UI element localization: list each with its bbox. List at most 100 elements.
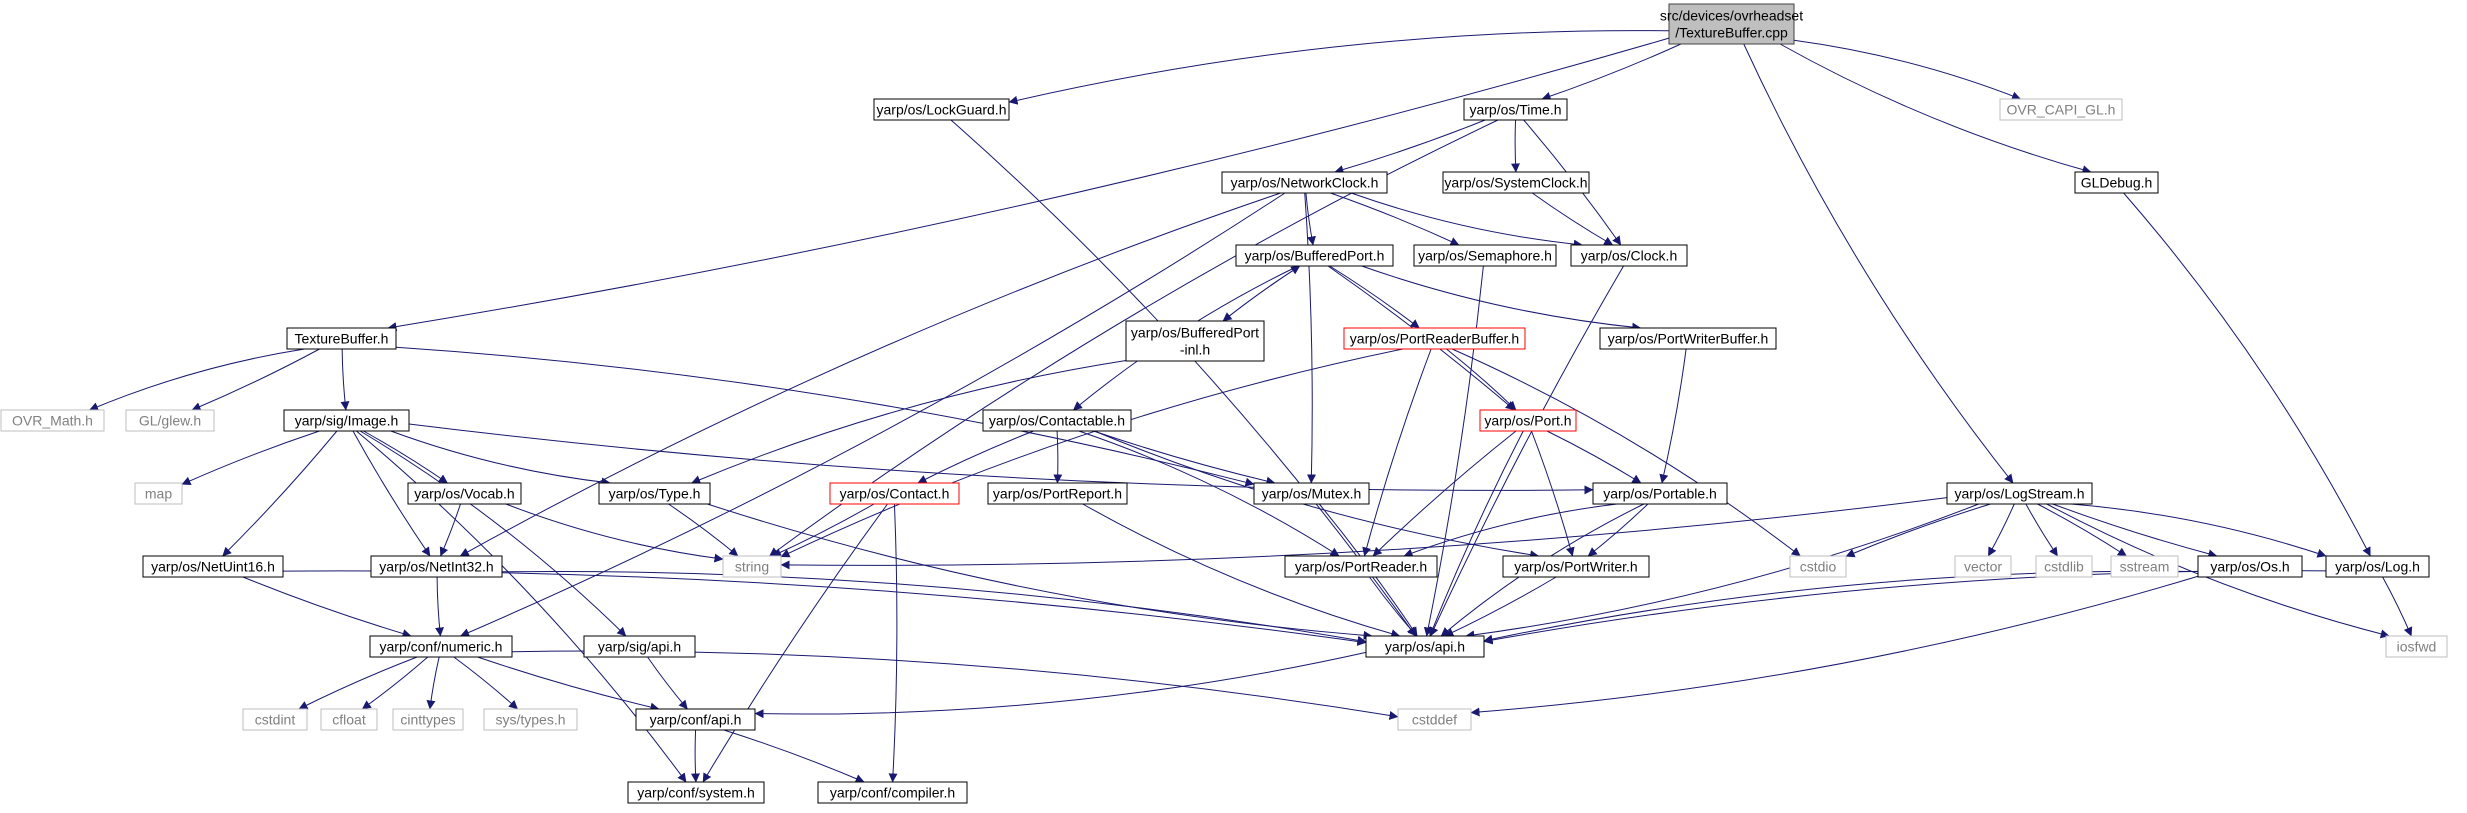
node-label: yarp/os/Vocab.h	[414, 486, 514, 502]
node-texturebuffer[interactable]: TextureBuffer.h	[286, 327, 397, 350]
node-layer: src/devices/ovrheadset/TextureBuffer.cpp…	[0, 3, 2448, 804]
node-type[interactable]: yarp/os/Type.h	[598, 482, 711, 505]
edge-contactable-to-mutex	[1093, 430, 1276, 486]
node-box	[1413, 244, 1557, 267]
node-portreaderbuffer[interactable]: yarp/os/PortReaderBuffer.h	[1343, 327, 1526, 350]
node-logstream[interactable]: yarp/os/LogStream.h	[1946, 482, 2093, 505]
node-box	[1442, 171, 1590, 194]
node-gldebug[interactable]: GLDebug.h	[2074, 171, 2159, 194]
node-sigapi[interactable]: yarp/sig/api.h	[583, 635, 696, 658]
edge-logstream-to-cstdlib	[2025, 503, 2059, 557]
edge-numeric-to-cfloat	[361, 656, 429, 710]
node-portwriter[interactable]: yarp/os/PortWriter.h	[1502, 555, 1650, 578]
edge-contact-to-string	[772, 503, 875, 557]
edge-logstream-to-osapi	[1465, 503, 1979, 640]
edge-logstream-to-iosfwd	[2046, 503, 2390, 639]
node-bufferedport[interactable]: yarp/os/BufferedPort.h	[1235, 244, 1394, 267]
node-box	[242, 708, 308, 731]
node-box	[583, 635, 696, 658]
node-portwriterbuffer[interactable]: yarp/os/PortWriterBuffer.h	[1599, 327, 1777, 350]
node-confapi[interactable]: yarp/conf/api.h	[635, 708, 756, 731]
node-cstdlib: cstdlib	[2035, 555, 2093, 578]
node-compiler[interactable]: yarp/conf/compiler.h	[817, 781, 968, 804]
node-label: yarp/os/Portable.h	[1603, 486, 1717, 502]
node-mutex[interactable]: yarp/os/Mutex.h	[1253, 482, 1370, 505]
node-netuint16[interactable]: yarp/os/NetUint16.h	[142, 555, 284, 578]
node-lockguard[interactable]: yarp/os/LockGuard.h	[873, 98, 1010, 121]
node-label: yarp/os/Contact.h	[840, 486, 950, 502]
node-box	[1592, 482, 1728, 505]
node-image[interactable]: yarp/sig/Image.h	[283, 409, 410, 432]
node-vocab[interactable]: yarp/os/Vocab.h	[407, 482, 522, 505]
node-cinttypes: cinttypes	[392, 708, 464, 731]
edge-clock-to-osapi	[1429, 265, 1624, 637]
node-port[interactable]: yarp/os/Port.h	[1479, 409, 1577, 432]
node-label: yarp/os/Type.h	[609, 486, 701, 502]
edge-contactable-to-portreader	[1078, 430, 1340, 557]
edge-image-to-sigapi	[359, 430, 627, 637]
node-box	[1463, 98, 1568, 121]
node-label: vector	[1964, 559, 2002, 575]
node-clock[interactable]: yarp/os/Clock.h	[1570, 244, 1688, 267]
node-system[interactable]: yarp/conf/system.h	[627, 781, 765, 804]
node-box	[392, 708, 464, 731]
node-label: iosfwd	[2397, 639, 2437, 655]
node-systemclock[interactable]: yarp/os/SystemClock.h	[1442, 171, 1590, 194]
edge-contact-to-system	[702, 503, 888, 783]
edge-numeric-to-cstddef	[511, 650, 1399, 720]
node-cstdio: cstdio	[1789, 555, 1847, 578]
node-box	[407, 482, 522, 505]
edge-logstream-to-osos	[2052, 503, 2218, 559]
node-cstdint: cstdint	[242, 708, 308, 731]
node-label: yarp/conf/system.h	[637, 785, 755, 801]
node-vector: vector	[1954, 555, 2012, 578]
node-bufferedportinl[interactable]: yarp/os/BufferedPort-inl.h	[1125, 320, 1265, 362]
node-label: sstream	[2120, 559, 2170, 575]
node-osos[interactable]: yarp/os/Os.h	[2197, 555, 2303, 578]
edge-port-to-portwriter	[1530, 430, 1575, 557]
node-semaphore[interactable]: yarp/os/Semaphore.h	[1413, 244, 1557, 267]
node-sstream: sstream	[2110, 555, 2179, 578]
node-box	[1284, 555, 1438, 578]
edge-numeric-to-systypes	[453, 656, 518, 710]
edge-layer	[89, 30, 2413, 783]
edge-netint32-to-numeric	[435, 576, 444, 637]
edge-gldebug-to-log	[2123, 192, 2371, 557]
node-time[interactable]: yarp/os/Time.h	[1463, 98, 1568, 121]
edge-texturebuffer-to-mutex	[395, 346, 1255, 487]
node-portreport[interactable]: yarp/os/PortReport.h	[987, 482, 1128, 505]
edge-networkclock-to-clock	[1351, 192, 1583, 249]
node-netint32[interactable]: yarp/os/NetInt32.h	[370, 555, 503, 578]
node-contactable[interactable]: yarp/os/Contactable.h	[982, 409, 1132, 432]
node-box	[2197, 555, 2303, 578]
node-box	[1502, 555, 1650, 578]
node-label: map	[145, 486, 172, 502]
node-box	[2325, 555, 2430, 578]
edge-root-to-gldebug	[1779, 43, 2092, 175]
node-osapi[interactable]: yarp/os/api.h	[1365, 635, 1485, 658]
node-cstddef: cstddef	[1397, 708, 1472, 731]
node-box	[2035, 555, 2093, 578]
node-networkclock[interactable]: yarp/os/NetworkClock.h	[1221, 171, 1388, 194]
node-box	[1253, 482, 1370, 505]
node-string: string	[722, 555, 782, 578]
edge-log-to-iosfwd	[2382, 576, 2413, 637]
node-log[interactable]: yarp/os/Log.h	[2325, 555, 2430, 578]
node-contact[interactable]: yarp/os/Contact.h	[829, 482, 960, 505]
edge-type-to-osapi	[707, 503, 1373, 640]
node-label: OVR_CAPI_GL.h	[2007, 102, 2116, 118]
edge-texturebuffer-to-ovrmath	[89, 348, 305, 411]
node-portreader[interactable]: yarp/os/PortReader.h	[1284, 555, 1438, 578]
edge-vocab-to-string	[505, 503, 724, 563]
node-numeric[interactable]: yarp/conf/numeric.h	[369, 635, 513, 658]
node-portable[interactable]: yarp/os/Portable.h	[1592, 482, 1728, 505]
node-label: yarp/os/Time.h	[1469, 102, 1561, 118]
edge-contactable-to-portreport	[1053, 430, 1063, 484]
edge-portreport-to-osapi	[1082, 503, 1401, 639]
node-box	[283, 409, 410, 432]
edge-portable-to-portwriter	[1587, 503, 1649, 557]
edge-sigapi-to-confapi	[647, 656, 688, 710]
edge-portreader-to-osapi	[1368, 576, 1417, 637]
node-label: yarp/os/Log.h	[2335, 559, 2420, 575]
